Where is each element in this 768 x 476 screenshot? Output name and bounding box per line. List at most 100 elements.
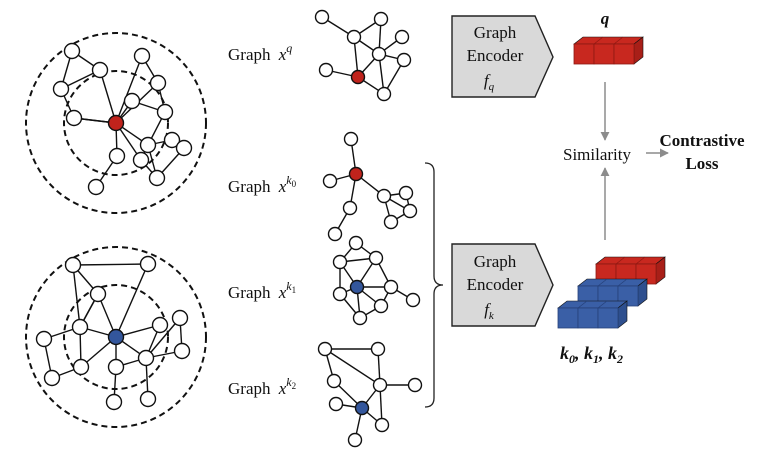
subgraph-k2 [317, 341, 423, 448]
ego-top-edge [115, 55, 143, 124]
sub-k0-node [322, 173, 338, 189]
contrastive-loss-line1: Contrastive [660, 131, 745, 150]
ego-top-node [149, 74, 167, 92]
key-vector-k0-block-top [595, 256, 666, 265]
ego-top-outer-ring [25, 32, 207, 214]
sub-k1-node [368, 250, 384, 266]
sub-k0-node [383, 214, 399, 230]
ego-top-node [132, 151, 150, 169]
graph-xk0-label: Graph xk0 [228, 173, 297, 196]
sub-k1-node [348, 235, 364, 251]
sub-q-node [396, 52, 412, 68]
ego-graph-top [25, 32, 207, 214]
ego-bottom-outer-ring [25, 246, 207, 428]
query-encoder: Graph Encoder fq [451, 15, 554, 98]
graph-xq-label: Graph xq [228, 41, 292, 64]
ego-top-node [163, 131, 181, 149]
query-vector-block-cell [573, 43, 595, 65]
subgraph-k0 [322, 131, 418, 242]
ego-top-node [139, 136, 157, 154]
key-vector-k0-block-seam [615, 256, 626, 265]
query-encoder-func: fq [484, 71, 495, 93]
sub-k1-node [332, 254, 348, 270]
ego-top-node [87, 178, 105, 196]
ego-bottom-edge [145, 317, 181, 359]
ego-bottom-inner-ring [63, 284, 169, 390]
ego-bottom-node [151, 316, 169, 334]
sub-q-anchor-node [350, 69, 366, 85]
ego-graph-bottom [25, 246, 207, 428]
sub-q-node [314, 9, 330, 25]
similarity-label: Similarity [563, 145, 632, 164]
sub-k1-node [383, 279, 399, 295]
key-encoder-func: fk [484, 300, 495, 322]
ego-top-node [123, 92, 141, 110]
key-vector-k1-block-seam [597, 278, 608, 287]
query-vector-block-seam [593, 36, 604, 45]
ego-bottom-node [139, 255, 157, 273]
query-vector-block-seam [613, 36, 624, 45]
sub-k2-node [374, 417, 390, 433]
sub-q-node [394, 29, 410, 45]
sub-k0-node [342, 200, 358, 216]
ego-bottom-node [64, 256, 82, 274]
sub-k2-anchor-node [354, 400, 370, 416]
sub-k2-node [407, 377, 423, 393]
sub-k1-node [373, 298, 389, 314]
key-encoder-line2: Encoder [467, 275, 524, 294]
key-vector-k2-block-cell [577, 307, 599, 329]
key-vector-k1-block-top [577, 278, 648, 287]
ego-top-node [108, 147, 126, 165]
sub-k0-node [327, 226, 343, 242]
embedding-blocks [557, 36, 666, 329]
contrastive-loss-line2: Loss [685, 154, 718, 173]
ego-bottom-node [107, 358, 125, 376]
sub-k1-node [352, 310, 368, 326]
key-vector-k0-block-seam [635, 256, 646, 265]
ego-bottom-node [139, 390, 157, 408]
key-encoder-line1: Graph [474, 252, 517, 271]
ego-top-edge [99, 69, 117, 124]
ego-bottom-node [171, 309, 189, 327]
graph-xk1-label: Graph xk1 [228, 279, 296, 302]
ego-bottom-node [72, 358, 90, 376]
sub-k0-anchor-node [348, 166, 364, 182]
sub-q-node [376, 86, 392, 102]
ego-bottom-node [89, 285, 107, 303]
query-vector-block-top [573, 36, 644, 45]
key-group-bracket [424, 162, 444, 408]
sub-k2-node [328, 396, 344, 412]
sub-k0-node [402, 203, 418, 219]
sub-k1-node [405, 292, 421, 308]
ego-bottom-node [71, 318, 89, 336]
key-vector-k1-block-seam [617, 278, 628, 287]
query-encoder-line1: Graph [474, 23, 517, 42]
sub-k2-node [372, 377, 388, 393]
sub-q-node [371, 46, 387, 62]
sub-k2-node [317, 341, 333, 357]
query-vector-label: q [601, 9, 610, 28]
ego-bottom-edge [72, 263, 149, 266]
key-encoder: Graph Encoder fk [451, 243, 554, 327]
sub-k1-node [332, 286, 348, 302]
sub-k2-node [370, 341, 386, 357]
key-vector-k2-block-seam [577, 300, 588, 309]
key-vector-k2-block-cell [557, 307, 579, 329]
ego-bottom-node [105, 393, 123, 411]
subgraph-q [314, 9, 412, 102]
ego-bottom-anchor-node [107, 328, 125, 346]
ego-top-node [156, 103, 174, 121]
key-vector-k2-block-cell [597, 307, 619, 329]
sub-k1-anchor-node [349, 279, 365, 295]
query-encoder-line2: Encoder [467, 46, 524, 65]
ego-top-node [52, 80, 70, 98]
sub-q-node [373, 11, 389, 27]
key-vector-k2-block-seam [597, 300, 608, 309]
ego-top-node [65, 109, 83, 127]
graph-xk2-label: Graph xk2 [228, 375, 296, 398]
sub-k2-node [347, 432, 363, 448]
key-vector-k2-block-top [557, 300, 628, 309]
sub-k2-node [326, 373, 342, 389]
